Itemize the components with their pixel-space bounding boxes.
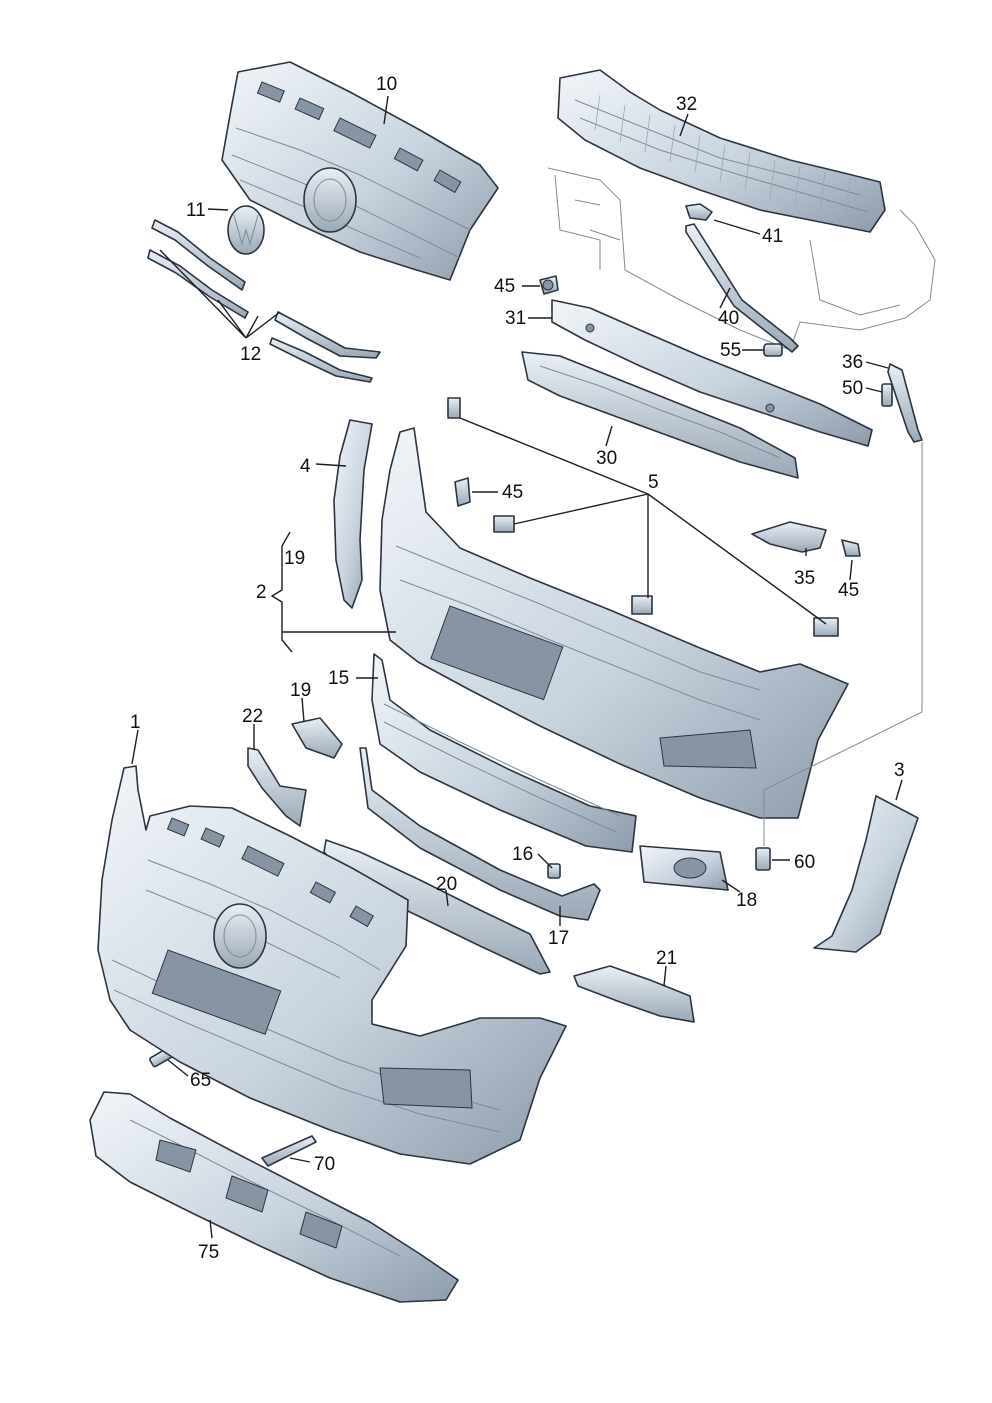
part-12-moulding-strips bbox=[147, 219, 381, 383]
callout-45-right: 45 bbox=[838, 580, 859, 601]
callout-5: 5 bbox=[648, 472, 659, 493]
callout-12: 12 bbox=[240, 344, 261, 365]
callout-18: 18 bbox=[736, 890, 757, 911]
callout-11: 11 bbox=[186, 200, 206, 221]
callout-4: 4 bbox=[300, 456, 311, 477]
body-panel-outline bbox=[547, 167, 936, 351]
bolt-70 bbox=[261, 1135, 317, 1167]
bolt-45-mid bbox=[454, 477, 471, 507]
part-31-impact-bar bbox=[551, 299, 873, 447]
callout-21: 21 bbox=[656, 948, 677, 969]
callout-10: 10 bbox=[376, 74, 397, 95]
callout-1: 1 bbox=[130, 712, 141, 733]
callout-36: 36 bbox=[842, 352, 863, 373]
bolt-45-right bbox=[841, 539, 861, 557]
part-22-bracket bbox=[247, 747, 307, 827]
callout-19-upper: 19 bbox=[284, 548, 305, 569]
callout-32: 32 bbox=[676, 94, 697, 115]
bolt-50 bbox=[881, 383, 893, 407]
part-17-trim-strip bbox=[359, 747, 601, 921]
part-35-guide bbox=[751, 521, 827, 553]
part-3-side-trim bbox=[813, 795, 919, 953]
callout-22: 22 bbox=[242, 706, 263, 727]
group-bracket-2 bbox=[270, 531, 396, 653]
callout-20: 20 bbox=[436, 874, 457, 895]
callout-75: 75 bbox=[198, 1242, 219, 1263]
callout-2: 2 bbox=[256, 582, 267, 603]
bolt-60 bbox=[755, 847, 771, 871]
part-10-radiator-grille bbox=[221, 61, 499, 281]
callout-50: 50 bbox=[842, 378, 863, 399]
callout-3: 3 bbox=[894, 760, 905, 781]
callout-40: 40 bbox=[718, 308, 739, 329]
bolt-55 bbox=[763, 343, 783, 357]
callouts: 10 11 12 32 41 45 31 40 55 36 50 30 4 45… bbox=[130, 74, 905, 1263]
callout-41: 41 bbox=[762, 226, 783, 247]
callout-16: 16 bbox=[512, 844, 533, 865]
part-19-cap bbox=[291, 717, 343, 759]
part-5-clips bbox=[447, 397, 839, 637]
callout-31: 31 bbox=[505, 308, 526, 329]
part-30-energy-absorber bbox=[521, 351, 799, 479]
part-32-cross-member bbox=[557, 69, 886, 233]
callout-70: 70 bbox=[314, 1154, 335, 1175]
callout-65: 65 bbox=[190, 1070, 211, 1091]
part-40-stay-rod bbox=[685, 223, 799, 353]
callout-45-upper: 45 bbox=[494, 276, 515, 297]
part-2-bumper-cover bbox=[379, 427, 849, 819]
part-18-foglight-frame bbox=[639, 845, 729, 891]
callout-45-mid: 45 bbox=[502, 482, 523, 503]
callout-15: 15 bbox=[328, 668, 349, 689]
part-41-clip bbox=[685, 203, 713, 221]
callout-19-lower: 19 bbox=[290, 680, 311, 701]
part-21-bracket bbox=[573, 965, 695, 1023]
part-15-lower-grille bbox=[371, 653, 637, 853]
part-11-vw-emblem bbox=[227, 205, 265, 255]
part-1-bumper-assembly bbox=[97, 765, 567, 1165]
callout-55: 55 bbox=[720, 340, 741, 361]
part-75-skid-plate bbox=[89, 1091, 459, 1303]
part-4-side-guide bbox=[333, 419, 373, 609]
callout-35: 35 bbox=[794, 568, 815, 589]
leader-lines bbox=[131, 95, 923, 1239]
part-36-bracket bbox=[887, 363, 923, 443]
callout-17: 17 bbox=[548, 928, 569, 949]
bolt-45-upper bbox=[539, 275, 559, 295]
callout-60: 60 bbox=[794, 852, 815, 873]
callout-30: 30 bbox=[596, 448, 617, 469]
